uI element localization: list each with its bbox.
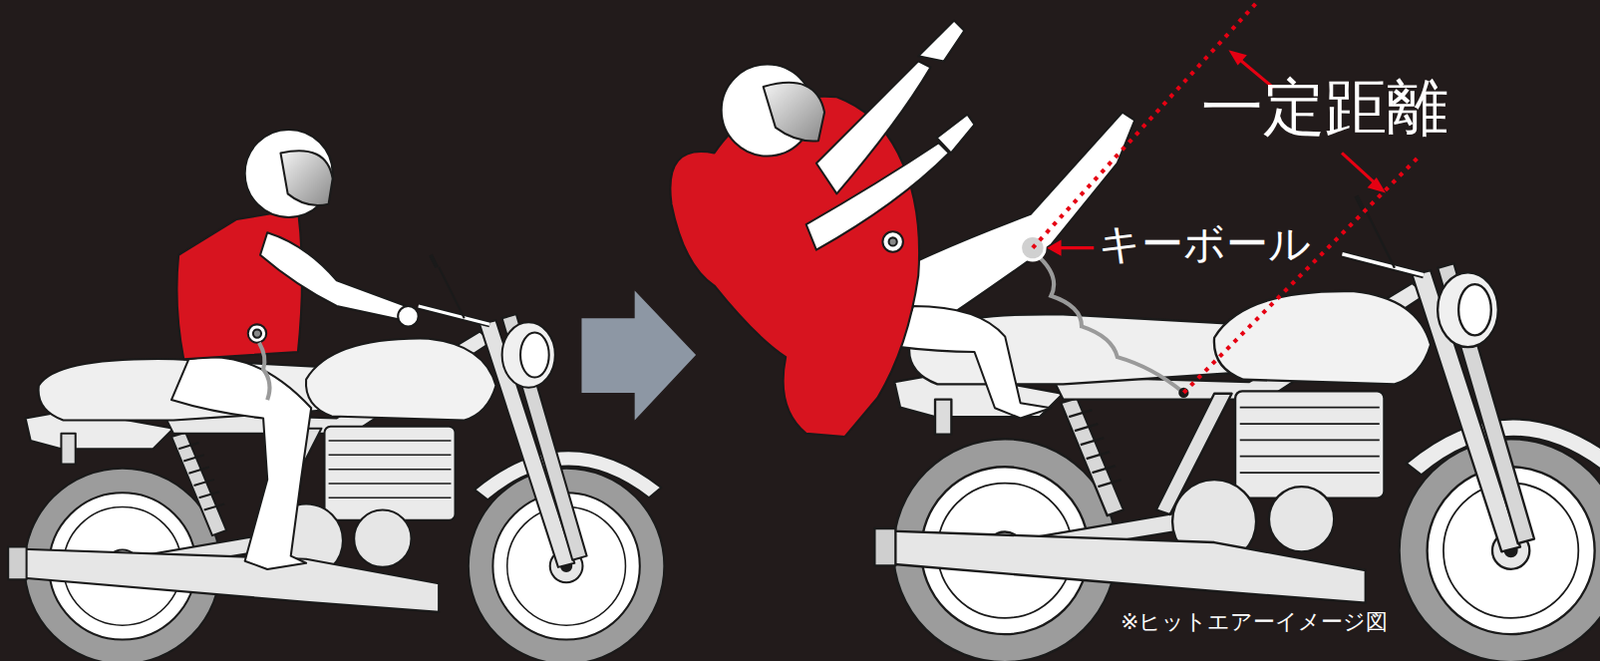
transition-arrow (581, 291, 696, 421)
distance-line (1032, 1, 1421, 393)
part-label: キーボール (1098, 221, 1311, 268)
distance-label: 一定距離 (1201, 73, 1449, 142)
rider (669, 19, 1135, 436)
motorcycle (7, 255, 664, 661)
note-text: ※ヒットエアーイメージ図 (1120, 610, 1388, 635)
rider (171, 129, 419, 570)
